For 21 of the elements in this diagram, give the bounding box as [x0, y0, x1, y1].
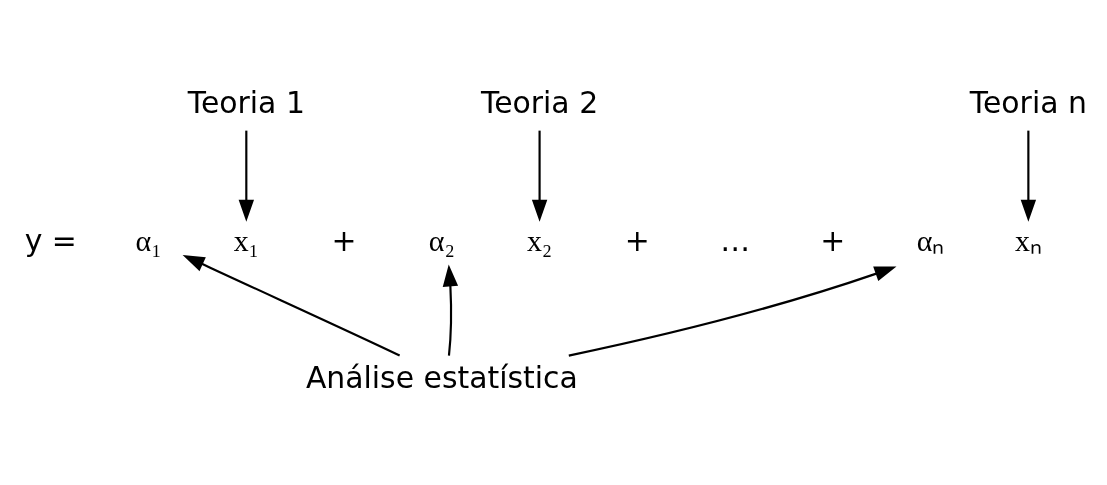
label: …	[720, 222, 751, 258]
node-text: Teoria n	[969, 84, 1087, 120]
arrow	[531, 130, 548, 222]
label: +	[331, 222, 357, 258]
arrow	[568, 266, 897, 357]
node-text: xₙ	[1014, 223, 1042, 257]
node-text: x₁	[233, 223, 259, 257]
arrow	[1020, 130, 1037, 222]
node-text: α₂	[428, 223, 455, 257]
label: +	[624, 222, 650, 258]
label: +	[820, 222, 846, 258]
arrow	[442, 264, 459, 356]
node-text: α₁	[135, 223, 162, 257]
arrow	[182, 254, 401, 356]
node-text: Teoria 2	[481, 84, 599, 120]
label: y =	[24, 222, 77, 258]
node-text: αₙ	[916, 223, 945, 257]
node-text: Análise estatística	[305, 359, 578, 395]
node-text: x₂	[526, 223, 553, 257]
node-text: Teoria 1	[187, 84, 305, 120]
arrow	[238, 130, 254, 222]
